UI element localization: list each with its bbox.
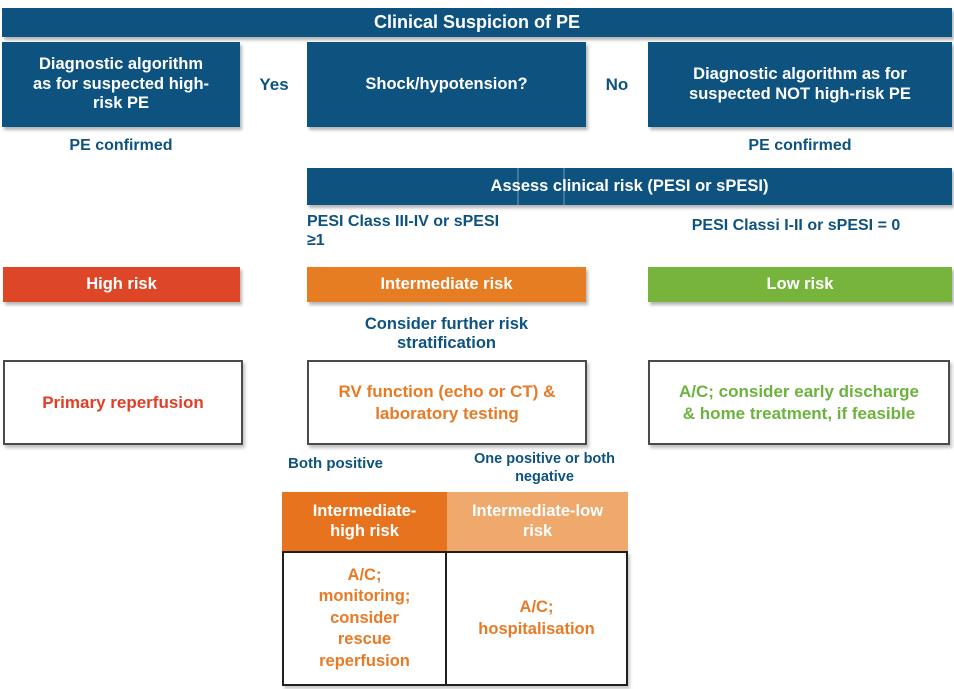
diagnostic-not-high-risk-box: Diagnostic algorithm as for suspected NO… <box>648 42 952 127</box>
high-risk-bar: High risk <box>3 267 240 302</box>
bar-seam <box>517 168 519 205</box>
diagnostic-high-risk-box: Diagnostic algorithm as for suspected hi… <box>2 42 240 127</box>
shock-hypotension-question-box: Shock/hypotension? <box>307 42 586 127</box>
yes-branch-label: Yes <box>259 74 289 94</box>
intermediate-low-risk-box: Intermediate-low risk <box>447 492 628 551</box>
intermediate-high-action-cell: A/C; monitoring; consider rescue reperfu… <box>284 553 447 684</box>
assess-clinical-risk-bar: Assess clinical risk (PESI or sPESI) <box>307 168 952 205</box>
intermediate-actions-table: A/C; monitoring; consider rescue reperfu… <box>282 551 628 686</box>
low-risk-bar: Low risk <box>648 267 952 302</box>
pe-confirmed-right-label: PE confirmed <box>748 136 852 154</box>
pe-confirmed-left-label: PE confirmed <box>69 136 173 154</box>
early-discharge-box: A/C; consider early discharge & home tre… <box>648 360 950 445</box>
title-bar: Clinical Suspicion of PE <box>2 8 952 37</box>
rv-function-testing-box: RV function (echo or CT) & laboratory te… <box>307 360 587 445</box>
consider-further-risk-label: Consider further risk stratification <box>364 314 529 352</box>
one-positive-label: One positive or both negative <box>474 450 615 485</box>
both-positive-label: Both positive <box>288 455 384 472</box>
intermediate-low-action-cell: A/C; hospitalisation <box>478 598 595 638</box>
assess-clinical-risk-label: Assess clinical risk (PESI or sPESI) <box>490 176 769 195</box>
bar-seam <box>563 168 565 205</box>
intermediate-risk-bar: Intermediate risk <box>307 267 586 302</box>
no-branch-label: No <box>605 74 629 94</box>
pesi-criteria-intermediate-label: PESI Class III-IV or sPESI ≥1 <box>307 213 500 249</box>
primary-reperfusion-box: Primary reperfusion <box>3 360 243 445</box>
intermediate-high-risk-box: Intermediate- high risk <box>282 492 447 551</box>
pesi-criteria-low-label: PESI Classi I-II or sPESI = 0 <box>691 216 901 234</box>
